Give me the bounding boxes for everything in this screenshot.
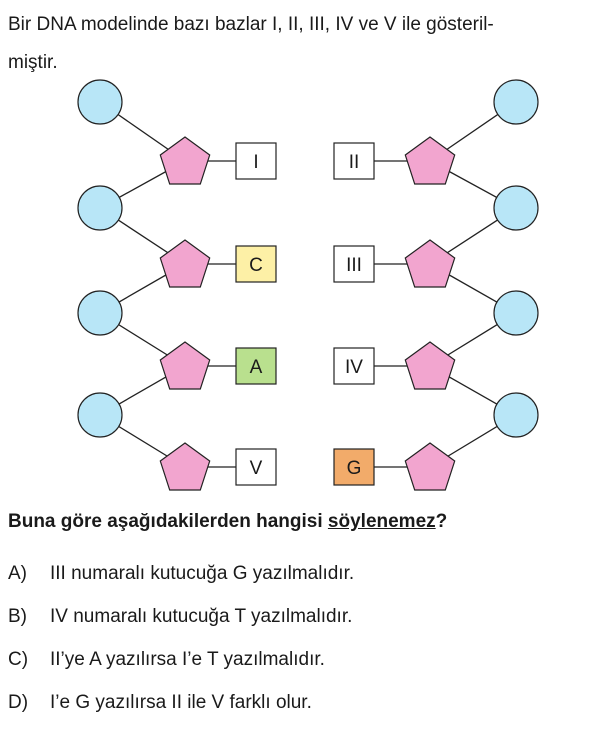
phosphate-circle-left bbox=[77, 79, 123, 125]
option-a[interactable]: A) III numaralı kutucuğa G yazılmalıdır. bbox=[8, 560, 354, 603]
base-box-left bbox=[235, 347, 277, 385]
question-suffix: ? bbox=[435, 511, 448, 532]
answer-options: A)III numaralı kutucuğa G yazılmalıdır. … bbox=[8, 560, 354, 732]
question-text: Buna göre aşağıdakilerden hangisi söylen… bbox=[8, 511, 447, 533]
option-b-letter: B) bbox=[8, 606, 27, 627]
phosphate-circle-left bbox=[77, 392, 123, 438]
base-label-right: III bbox=[346, 255, 362, 276]
option-c-letter: C) bbox=[8, 649, 29, 670]
base-box-right bbox=[333, 448, 375, 486]
option-d[interactable]: D) I’e G yazılırsa II ile V farklı olur. bbox=[8, 689, 354, 732]
base-label-right: II bbox=[349, 152, 360, 173]
base-box-left bbox=[235, 142, 277, 180]
base-box-left bbox=[235, 245, 277, 283]
sugar-pentagon-left bbox=[159, 341, 211, 390]
base-box-right bbox=[333, 245, 375, 283]
phosphate-circle-right bbox=[493, 392, 539, 438]
base-box-left bbox=[235, 448, 277, 486]
base-label-left: I bbox=[253, 152, 258, 173]
question-prefix: Buna göre aşağıdakilerden hangisi bbox=[8, 511, 328, 532]
option-c[interactable]: C) II’ye A yazılırsa I’e T yazılmalıdır. bbox=[8, 646, 354, 689]
option-b[interactable]: B) IV numaralı kutucuğa T yazılmalıdır. bbox=[8, 603, 354, 646]
base-label-left: V bbox=[250, 458, 263, 479]
sugar-pentagon-right bbox=[404, 136, 456, 185]
base-box-right bbox=[333, 142, 375, 180]
option-c-text: II’ye A yazılırsa I’e T yazılmalıdır. bbox=[50, 649, 325, 670]
base-box-right bbox=[333, 347, 375, 385]
phosphate-circle-right bbox=[493, 185, 539, 231]
phosphate-circle-left bbox=[77, 185, 123, 231]
phosphate-circle-right bbox=[493, 79, 539, 125]
sugar-pentagon-right bbox=[404, 341, 456, 390]
sugar-pentagon-left bbox=[159, 136, 211, 185]
base-label-left: A bbox=[250, 357, 263, 378]
intro-line-2: miştir. bbox=[8, 52, 58, 73]
sugar-pentagon-left bbox=[159, 239, 211, 288]
phosphate-circle-right bbox=[493, 290, 539, 336]
intro-line-1: Bir DNA modelinde bazı bazlar I, II, III… bbox=[8, 14, 494, 35]
base-label-right: IV bbox=[345, 357, 363, 378]
base-label-left: C bbox=[249, 255, 263, 276]
option-d-text: I’e G yazılırsa II ile V farklı olur. bbox=[50, 692, 312, 713]
sugar-pentagon-right bbox=[404, 442, 456, 491]
option-a-text: III numaralı kutucuğa G yazılmalıdır. bbox=[50, 563, 355, 584]
sugar-pentagon-right bbox=[404, 239, 456, 288]
base-label-right: G bbox=[347, 458, 362, 479]
option-b-text: IV numaralı kutucuğa T yazılmalıdır. bbox=[50, 606, 353, 627]
sugar-pentagon-left bbox=[159, 442, 211, 491]
question-intro: Bir DNA modelinde bazı bazlar I, II, III… bbox=[8, 6, 603, 82]
question-underlined-word: söylenemez bbox=[327, 511, 436, 532]
option-a-letter: A) bbox=[8, 563, 27, 584]
option-d-letter: D) bbox=[8, 692, 29, 713]
phosphate-circle-left bbox=[77, 290, 123, 336]
